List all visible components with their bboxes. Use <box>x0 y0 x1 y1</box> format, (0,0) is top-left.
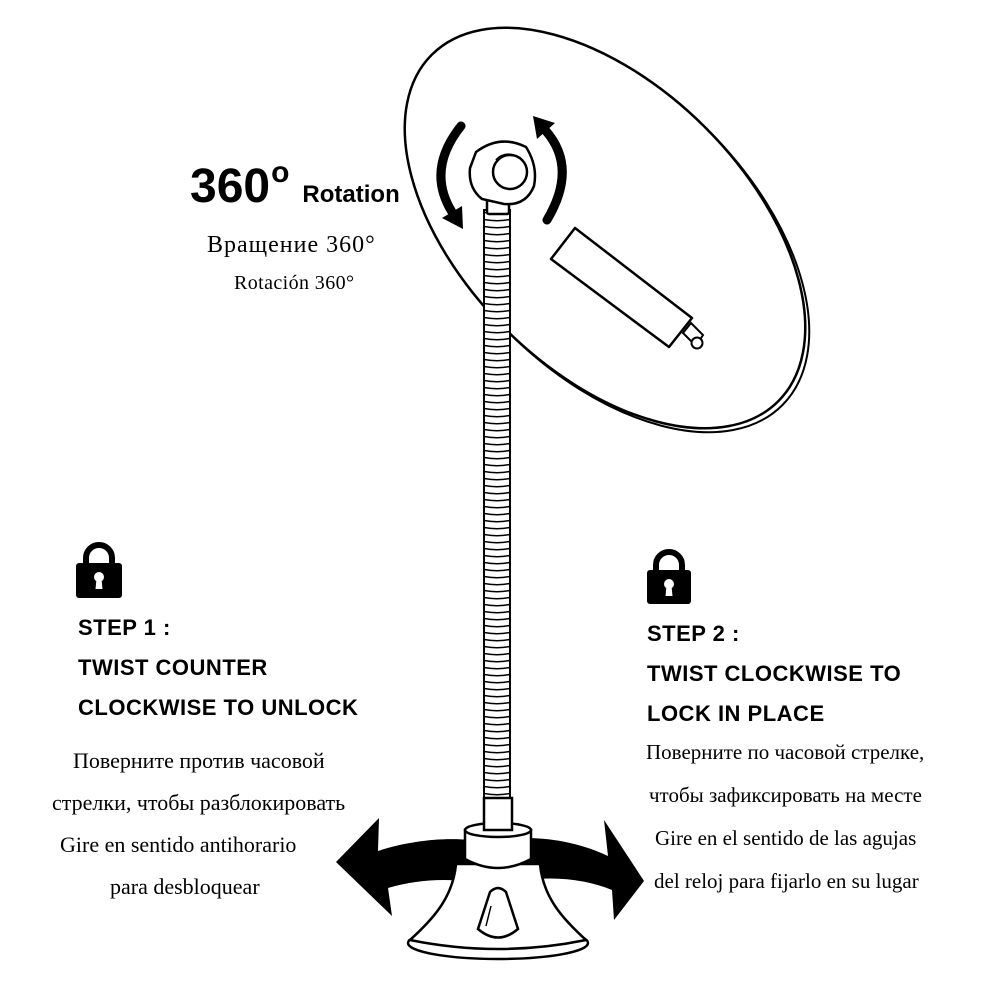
step2-en-line-1: TWIST CLOCKWISE TO <box>647 661 902 686</box>
step2-en-line-2: LOCK IN PLACE <box>647 701 825 726</box>
rotation-label-ru: Вращение 360° <box>207 232 376 258</box>
step1-en-line-2: CLOCKWISE TO UNLOCK <box>78 695 359 720</box>
rotation-arrows-icon <box>436 116 567 229</box>
step2-es-line-1: Gire en el sentido de las agujas <box>655 826 917 850</box>
step2-translations: Поверните по часовой стрелке, чтобы зафи… <box>0 731 924 903</box>
step1-padlock-icon <box>76 542 122 598</box>
rotation-arrowhead-left <box>442 206 463 229</box>
step1-es-line-2: para desbloquear <box>110 874 260 899</box>
step2-ru-line-1: Поверните по часовой стрелке, <box>646 740 925 764</box>
step2-padlock-icon <box>647 549 691 604</box>
step1-en-line-1: TWIST COUNTER <box>78 655 268 680</box>
button-shading <box>485 905 492 927</box>
rotation-heading: 360oRotation <box>190 156 400 219</box>
clockwise-twist-arrow-icon <box>526 820 644 920</box>
battery-compartment <box>549 226 705 350</box>
rotation-arrow-left <box>436 121 466 217</box>
step2-heading: STEP 2 : <box>647 621 740 646</box>
base-release-button <box>476 886 520 939</box>
gooseneck-arm <box>483 209 511 803</box>
step2-es-line-2: del reloj para fijarlo en su lugar <box>654 869 919 893</box>
joint-detail <box>495 153 521 161</box>
step2-instructions: STEP 2 : TWIST CLOCKWISE TO LOCK IN PLAC… <box>647 614 901 734</box>
step2-ru-line-2: чтобы зафиксировать на месте <box>649 783 922 807</box>
ball-joint <box>468 140 537 216</box>
rotation-label-es: Rotación 360° <box>234 272 355 294</box>
neck-sleeve <box>482 796 514 832</box>
step1-ru-line-2: стрелки, чтобы разблокировать <box>52 790 346 815</box>
step1-heading: STEP 1 : <box>78 615 171 640</box>
padlock-keyhole-slot <box>95 579 103 589</box>
rotation-arrowhead-right <box>533 116 555 139</box>
suction-base <box>406 862 590 961</box>
step1-translations: Поверните против часовой стрелки, чтобы … <box>0 740 345 908</box>
battery-cover <box>549 226 694 349</box>
step1-es-line-1: Gire en sentido antihorario <box>60 832 297 857</box>
joint-ball <box>491 153 529 191</box>
rotation-arrow-right <box>541 126 567 225</box>
battery-cover-knob <box>690 336 704 350</box>
rotation-degree-mark: o <box>271 156 290 189</box>
counterclockwise-twist-arrow-icon <box>336 818 470 916</box>
base-collar <box>463 796 533 870</box>
rotation-label: Rotation <box>302 181 400 208</box>
step1-instructions: STEP 1 : TWIST COUNTER CLOCKWISE TO UNLO… <box>78 608 358 728</box>
rotation-value: 360 <box>190 160 271 213</box>
step1-ru-line-1: Поверните против часовой <box>73 748 325 773</box>
padlock-shackle <box>83 542 115 566</box>
padlock-shackle <box>653 549 685 573</box>
collar-body <box>463 828 533 870</box>
padlock-keyhole-slot <box>665 586 673 596</box>
